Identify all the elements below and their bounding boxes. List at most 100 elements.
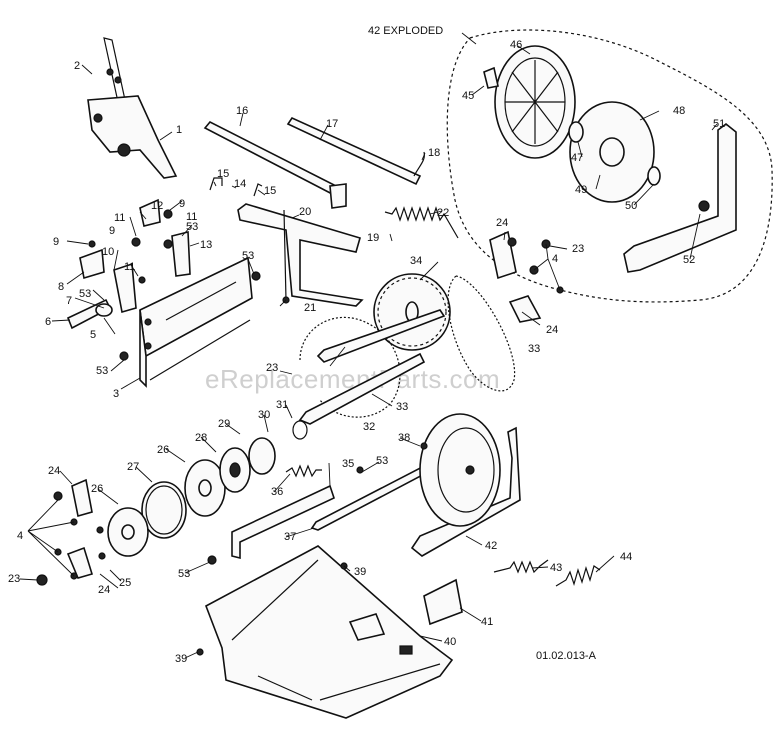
spring-22 — [384, 206, 459, 239]
callout-11-right: 11 — [186, 211, 197, 223]
callout-12: 12 — [151, 200, 163, 212]
spring-44 — [555, 565, 601, 587]
callout-48: 48 — [673, 105, 685, 117]
callout-27: 27 — [127, 461, 139, 473]
callout-46: 46 — [510, 39, 522, 51]
exploded-region-outline — [446, 29, 773, 303]
callout-23-mid: 23 — [266, 362, 278, 374]
callout-3: 3 — [113, 388, 119, 400]
callout-40: 40 — [444, 636, 456, 648]
callout-44: 44 — [620, 551, 632, 563]
callout-23-lower: 23 — [8, 573, 20, 585]
callout-21: 21 — [304, 302, 316, 314]
spring-43 — [493, 559, 549, 574]
callout-16: 16 — [236, 105, 248, 117]
spring-36 — [285, 464, 322, 478]
callout-24-right: 24 — [546, 324, 558, 336]
callout-53-plate: 53 — [242, 250, 254, 262]
callout-11-low: 11 — [124, 261, 135, 273]
callout-33-left: 33 — [396, 401, 408, 413]
callout-20: 20 — [299, 206, 311, 218]
callout-24-left: 24 — [48, 465, 60, 477]
callout-18: 18 — [428, 147, 440, 159]
callout-50: 50 — [625, 200, 637, 212]
drawing-number: 01.02.013-A — [536, 650, 597, 662]
hardware-38 — [420, 442, 428, 450]
callout-19: 19 — [367, 232, 379, 244]
callout-6: 6 — [45, 316, 51, 328]
hardware-53-a — [356, 466, 364, 474]
callout-22: 22 — [437, 207, 449, 219]
callout-4-upper: 4 — [552, 253, 558, 265]
callout-53-top: 53 — [186, 221, 198, 233]
callout-28: 28 — [195, 432, 207, 444]
axle-32 — [298, 352, 426, 425]
callout-52: 52 — [683, 254, 695, 266]
side-plate-assembly — [66, 198, 253, 388]
callouts: 1 2 3 4 4 5 6 7 8 9 9 9 10 11 11 11 12 1… — [8, 39, 725, 665]
callout-25: 25 — [119, 577, 131, 589]
callout-31: 31 — [276, 399, 288, 411]
callout-30: 30 — [258, 409, 270, 421]
callout-47: 47 — [571, 152, 583, 164]
callout-33-right: 33 — [528, 343, 540, 355]
chain-33-right — [447, 275, 516, 392]
callout-23-upper: 23 — [572, 243, 584, 255]
callout-51: 51 — [713, 118, 725, 130]
callout-42: 42 — [485, 540, 497, 552]
callout-37: 37 — [284, 531, 296, 543]
spring-clips — [209, 177, 263, 197]
callout-29: 29 — [218, 418, 230, 430]
right-flange-bearings — [489, 230, 564, 323]
callout-53-base: 53 — [178, 568, 190, 580]
callout-53-mid: 53 — [79, 288, 91, 300]
pivot-bracket-assembly — [237, 203, 364, 307]
callout-34: 34 — [410, 255, 422, 267]
callout-45: 45 — [462, 90, 474, 102]
callout-10: 10 — [102, 246, 114, 258]
callout-9-left: 9 — [53, 236, 59, 248]
callout-13: 13 — [200, 239, 212, 251]
callout-36: 36 — [271, 486, 283, 498]
base-pan-40 — [205, 545, 454, 719]
callout-14: 14 — [234, 178, 246, 190]
axle-32-upper — [316, 309, 446, 363]
callout-8: 8 — [58, 281, 64, 293]
leader-lines — [19, 32, 718, 659]
shaft-rods — [203, 116, 425, 209]
shift-lever-assembly — [87, 37, 178, 179]
callout-7: 7 — [66, 295, 72, 307]
callout-39-right: 39 — [354, 566, 366, 578]
callout-32: 32 — [363, 421, 375, 433]
callout-15-left: 15 — [217, 168, 229, 180]
exploded-pulley-assembly — [483, 45, 737, 273]
pulley-housing-42 — [410, 413, 521, 557]
callout-24-upper: 24 — [496, 217, 508, 229]
callout-41: 41 — [481, 616, 493, 628]
bracket-41 — [423, 578, 463, 626]
callout-26-right: 26 — [157, 444, 169, 456]
callout-26-left: 26 — [91, 483, 103, 495]
callout-35: 35 — [342, 458, 354, 470]
callout-1: 1 — [176, 124, 182, 136]
callout-5: 5 — [90, 329, 96, 341]
callout-53-rod: 53 — [376, 455, 388, 467]
exploded-label: 42 EXPLODED — [368, 25, 443, 37]
bearing-stack — [141, 420, 308, 539]
callout-9-mid: 9 — [109, 225, 115, 237]
callout-11-left: 11 — [114, 212, 125, 224]
callout-2: 2 — [74, 60, 80, 72]
callout-43: 43 — [550, 562, 562, 574]
callout-9-top: 9 — [179, 198, 185, 210]
callout-17: 17 — [326, 118, 338, 130]
callout-49: 49 — [575, 184, 587, 196]
callout-24-lower: 24 — [98, 584, 110, 596]
callout-4-lower: 4 — [17, 530, 23, 542]
callout-38: 38 — [398, 432, 410, 444]
callout-53-low: 53 — [96, 365, 108, 377]
left-hardware — [36, 478, 149, 586]
callout-39-left: 39 — [175, 653, 187, 665]
callout-15-right: 15 — [264, 185, 276, 197]
